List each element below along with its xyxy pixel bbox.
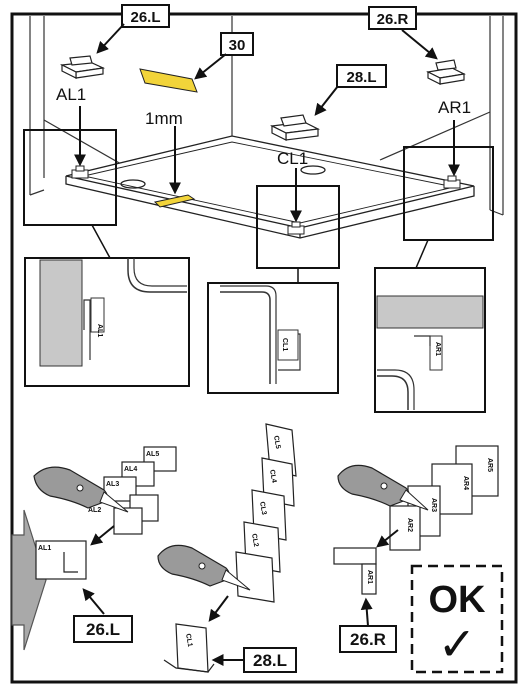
detail-tag-left: AL1 bbox=[96, 324, 103, 337]
spacer-strip-placed bbox=[153, 194, 196, 208]
part-al4: AL4 bbox=[124, 466, 137, 473]
part-cl5: CL5 bbox=[272, 435, 281, 449]
ref-box-top-left: 26.L bbox=[121, 4, 170, 28]
callout-right bbox=[403, 146, 494, 241]
part-cl4: CL4 bbox=[268, 469, 277, 483]
part-al3: AL3 bbox=[106, 481, 119, 488]
check-icon: ✓ bbox=[438, 618, 477, 670]
svg-text:26.L: 26.L bbox=[86, 620, 120, 639]
label-cl1: CL1 bbox=[277, 149, 308, 168]
side-arrow bbox=[11, 509, 47, 651]
label-ar1: AR1 bbox=[438, 98, 471, 117]
arrows bbox=[74, 23, 460, 223]
part-cl2: CL2 bbox=[250, 533, 259, 547]
part-ar3: AR3 bbox=[430, 498, 437, 512]
knife-right bbox=[337, 464, 429, 511]
spacer-strip bbox=[139, 68, 198, 93]
part-cl1: CL1 bbox=[184, 633, 193, 647]
part-ar2: AR2 bbox=[406, 518, 413, 532]
part-al2: AL2 bbox=[88, 507, 101, 514]
detail-tag-right: AR1 bbox=[434, 342, 441, 356]
part-ar1-single bbox=[333, 547, 377, 595]
part-al1-single bbox=[35, 540, 87, 580]
ref-box-strip: 30 bbox=[220, 32, 254, 56]
label-thickness: 1mm bbox=[145, 109, 183, 128]
svg-text:28.L: 28.L bbox=[346, 69, 376, 86]
knife-center bbox=[157, 544, 251, 591]
part-ar1: AR1 bbox=[366, 570, 373, 584]
detail-tag-center: CL1 bbox=[281, 338, 288, 351]
floor-slab bbox=[65, 135, 475, 239]
svg-text:26.R: 26.R bbox=[350, 630, 386, 649]
svg-text:28.L: 28.L bbox=[253, 651, 287, 670]
center-parts-stack bbox=[235, 423, 297, 603]
ref-box-top-right: 26.R bbox=[368, 6, 417, 30]
part-cl1-single bbox=[163, 623, 215, 673]
clip-al1 bbox=[59, 55, 106, 79]
right-parts-stack bbox=[389, 445, 499, 551]
callout-connectors bbox=[91, 224, 429, 283]
part-ar4: AR4 bbox=[462, 476, 469, 490]
ok-badge: OK ✓ bbox=[410, 564, 504, 674]
ref-box-bottom-left: 26.L bbox=[73, 615, 133, 643]
part-cl3: CL3 bbox=[258, 501, 267, 515]
clip-ar1 bbox=[426, 59, 466, 85]
bottom-arrows bbox=[82, 525, 399, 666]
part-al5: AL5 bbox=[146, 451, 159, 458]
svg-text:26.L: 26.L bbox=[130, 9, 160, 26]
part-al1: AL1 bbox=[38, 545, 51, 552]
label-al1: AL1 bbox=[56, 85, 86, 104]
ref-box-bottom-center: 28.L bbox=[243, 647, 297, 673]
knife-left bbox=[33, 466, 129, 513]
ref-box-center: 28.L bbox=[336, 64, 387, 88]
svg-text:30: 30 bbox=[229, 37, 246, 54]
part-ar5: AR5 bbox=[486, 458, 493, 472]
ref-box-bottom-right: 26.R bbox=[339, 625, 397, 653]
svg-text:26.R: 26.R bbox=[377, 11, 409, 28]
ok-text: OK bbox=[429, 579, 487, 621]
callout-left bbox=[23, 129, 117, 226]
detail-center bbox=[207, 282, 339, 394]
detail-right bbox=[374, 267, 486, 413]
detail-left bbox=[24, 257, 190, 387]
clip-cl1 bbox=[269, 114, 321, 141]
